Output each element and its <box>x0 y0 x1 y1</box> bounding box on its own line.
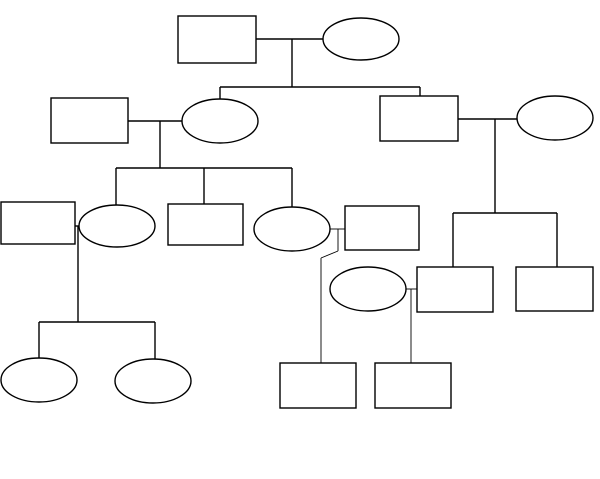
male-symbol <box>167 203 244 246</box>
male-symbol <box>0 201 76 245</box>
male-symbol <box>50 97 129 144</box>
male-symbol <box>279 362 357 409</box>
male-symbol <box>515 266 594 312</box>
female-symbol <box>181 98 259 144</box>
female-symbol <box>253 206 331 252</box>
male-symbol <box>379 95 459 142</box>
male-symbol <box>344 205 420 251</box>
connector-lines <box>38 38 558 363</box>
male-symbol <box>177 15 257 64</box>
female-symbol <box>516 95 594 141</box>
male-symbol <box>374 362 452 409</box>
female-symbol <box>78 204 156 248</box>
female-symbol <box>114 358 192 404</box>
female-symbol <box>0 357 78 403</box>
male-symbol <box>416 266 494 313</box>
individuals <box>0 15 594 409</box>
descent-line <box>320 250 339 259</box>
female-symbol <box>329 266 407 312</box>
female-symbol <box>322 17 400 61</box>
